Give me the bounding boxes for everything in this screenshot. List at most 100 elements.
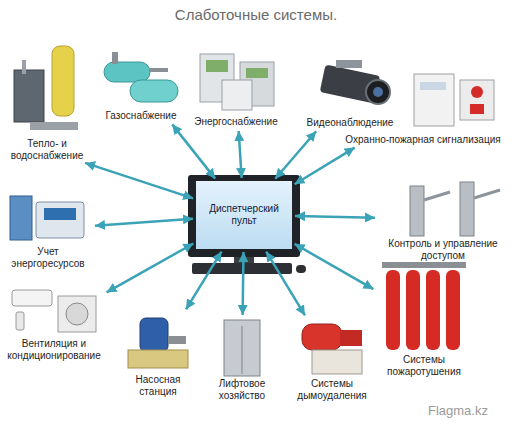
alarm-beacon [471,86,483,98]
link-arrow [95,219,193,226]
link-arrow [239,131,242,178]
turnstile-bar [424,192,450,200]
meter-unit [36,202,84,238]
ac-remote [16,312,24,330]
turnstile [410,182,500,236]
power-cabinet [222,80,252,110]
pump-motor [140,318,168,352]
item-caption: Лифтовое хозяйство [210,378,274,402]
meter-display [44,208,76,220]
gas-pipe [150,68,168,72]
gas-equipment [104,52,178,102]
boiler-base [30,122,78,130]
item-caption: Системы дымоудаления [292,378,372,402]
diagram-title: Слаботочные системы. [0,6,512,23]
alarm-panel [460,80,494,120]
gas-cylinder [386,270,400,350]
gas-tank [130,80,178,102]
link-arrow [172,124,215,178]
panel-display [420,82,446,90]
link-arrow [186,252,222,310]
item-caption: Контроль и управление доступом [378,238,508,262]
system-item: Вентиляция и кондиционирование [4,282,104,362]
item-caption: Вентиляция и кондиционирование [4,338,104,362]
pump-base [128,350,188,368]
watermark: Flagma.kz [428,403,488,418]
item-caption: Диспетчерский пульт [200,203,288,227]
turnstile-bar [474,190,500,198]
gas-tank [104,62,150,82]
power-cabinets [200,54,274,110]
item-caption: Насосная станция [118,374,198,398]
flow-meter [10,196,32,240]
mouse [296,265,306,273]
link-arrow [295,148,355,185]
fan-motor [340,330,362,346]
smoke-damper [312,350,362,374]
item-caption: Системы пожаротушения [376,354,472,378]
item-caption: Видеонаблюдение [306,117,394,129]
ac-fan [66,303,88,325]
fire-cylinders [382,262,466,350]
link-arrow [266,252,305,316]
item-caption: Тепло- и водоснабжение [4,138,90,162]
camera-mount [336,60,362,68]
dispatch-monitor [188,175,306,274]
system-item: Энергоснабжение [190,50,282,128]
system-item: Контроль и управление доступом [378,176,508,262]
cylinder-manifold [382,262,466,268]
link-arrow [107,244,194,293]
system-item: Тепло- и водоснабжение [4,42,90,162]
elevator [224,320,260,376]
link-arrow [85,163,193,198]
system-item: Учет энергоресурсов [4,188,92,270]
camera-glass [373,87,383,97]
elevator-cab [224,320,260,376]
link-arrow [241,252,244,315]
gas-cylinder [446,270,460,350]
item-caption: Энергоснабжение [190,116,282,128]
water-tank [52,46,74,116]
pump-pipe [168,336,186,344]
alarm-button [470,104,484,114]
cabinet-display [246,68,268,78]
item-caption: Охранно-пожарная сигнализация [338,134,508,146]
video-camera [320,60,390,104]
link-arrow [275,131,316,178]
ac-units [12,290,96,332]
link-arrow [295,244,374,289]
fan-housing [302,324,342,350]
alarm-panel [414,74,454,126]
boiler [14,70,44,122]
ac-outdoor-unit [58,296,96,332]
system-item: Видеонаблюдение [306,55,394,129]
turnstile-post [460,182,474,236]
ac-indoor-unit [12,290,52,306]
item-caption: Газоснабжение [96,110,186,122]
system-item: Системы дымоудаления [292,318,372,402]
gas-pipe [112,52,118,64]
pump [128,318,188,368]
boiler-equipment [14,46,78,130]
system-item: Охранно-пожарная сигнализация [338,66,508,146]
turnstile-post [410,186,424,236]
smoke-fan [302,324,362,374]
link-arrow [295,216,375,218]
elevator-door [242,326,243,374]
camera-lens [366,80,390,104]
cabinet-display [206,60,228,72]
system-item: Лифтовое хозяйство [210,318,274,402]
meter-device [10,196,84,240]
monitor-screen: Диспетчерский пульт [196,181,292,249]
item-caption: Учет энергоресурсов [4,246,92,270]
system-item: Системы пожаротушения [376,258,472,378]
system-item: Газоснабжение [96,48,186,122]
boiler-pipe [22,60,26,74]
system-item: Насосная станция [118,312,198,398]
monitor-bezel [188,175,300,257]
gas-cylinder [426,270,440,350]
gas-cylinder [406,270,420,350]
alarm-panels [414,74,494,126]
